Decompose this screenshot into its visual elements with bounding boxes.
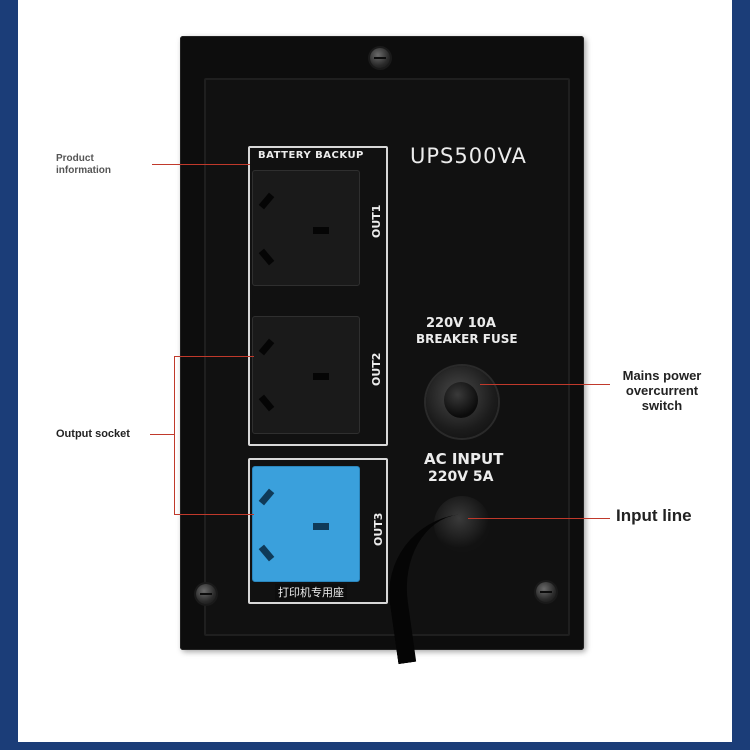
battery-backup-label: BATTERY BACKUP xyxy=(258,150,364,161)
switch-icon[interactable] xyxy=(426,366,498,438)
annotation-mains-line1: Mains power xyxy=(622,368,702,383)
annotation-line-out3 xyxy=(174,514,254,515)
breaker-rating: 220V 10A xyxy=(426,316,496,331)
annotation-product-info-line2: information xyxy=(56,165,111,176)
printer-power-socket-icon xyxy=(252,466,360,582)
annotation-mains-line3: switch xyxy=(641,398,683,413)
socket-frame-upper xyxy=(248,146,388,446)
ups-rear-panel: UPS500VA BATTERY BACKUP OUT1 OUT2 OUT3 打… xyxy=(180,36,584,665)
cable-gland xyxy=(434,496,490,552)
annotation-mains-line2: overcurrent xyxy=(625,383,699,398)
power-socket-icon xyxy=(252,316,360,434)
screw-icon xyxy=(536,582,556,602)
out3-label: OUT3 xyxy=(372,512,385,546)
screw-icon xyxy=(370,48,390,68)
annotation-input-line: Input line xyxy=(616,506,692,525)
annotation-bracket-output-socket xyxy=(174,356,175,514)
out1-label: OUT1 xyxy=(370,204,383,238)
printer-socket-label: 打印机专用座 xyxy=(275,584,347,600)
out2-label: OUT2 xyxy=(370,352,383,386)
socket-frame-lower xyxy=(248,458,388,604)
annotation-line-output-socket xyxy=(150,434,174,435)
breaker-fuse-label: BREAKER FUSE xyxy=(416,332,518,346)
ac-input-rating: 220V 5A xyxy=(428,469,494,485)
annotation-line-out2 xyxy=(174,356,254,357)
annotation-line-input-line xyxy=(468,518,610,519)
annotation-output-socket: Output socket xyxy=(56,428,130,440)
annotation-line-product-info xyxy=(152,164,250,165)
screw-icon xyxy=(196,584,216,604)
annotation-line-mains-switch xyxy=(480,384,610,385)
switch-button[interactable] xyxy=(444,382,478,418)
annotation-product-info-line1: Product xyxy=(56,153,94,164)
ac-input-label: AC INPUT xyxy=(424,450,504,468)
power-socket-icon xyxy=(252,170,360,286)
model-label: UPS500VA xyxy=(410,144,527,168)
